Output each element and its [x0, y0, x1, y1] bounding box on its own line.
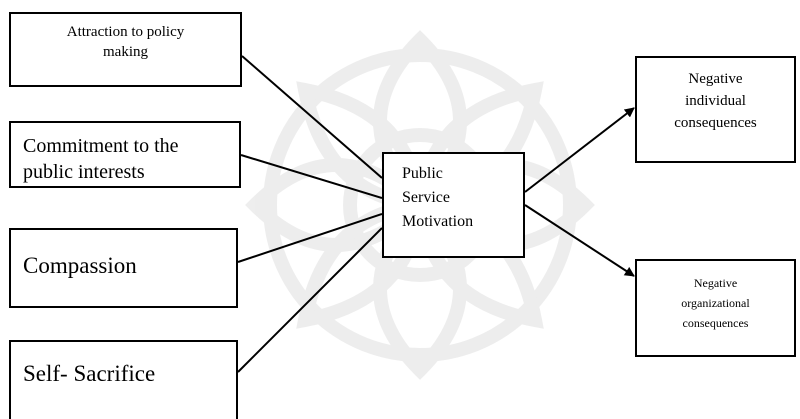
connector-commitment — [240, 154, 383, 199]
box-label-line: organizational — [681, 296, 750, 310]
arrow-neg-individual — [524, 107, 635, 193]
arrow-neg-organizational — [524, 204, 635, 277]
box-label-line: Compassion — [23, 253, 137, 278]
box-label-line: consequences — [674, 115, 757, 131]
connector-attraction — [241, 55, 383, 179]
box-commitment-to-public-interests: Commitment to the public interests — [9, 121, 241, 188]
box-label-line: Service — [402, 189, 450, 206]
box-compassion: Compassion — [9, 228, 238, 308]
box-label-line: Public — [402, 165, 443, 182]
box-label-line: Commitment to the — [23, 135, 179, 157]
box-public-service-motivation: Public Service Motivation — [382, 152, 525, 258]
connector-sacrifice — [237, 227, 383, 373]
box-label-line: Negative — [688, 71, 743, 87]
box-negative-organizational-consequences: Negative organizational consequences — [635, 259, 796, 357]
box-label-line: making — [103, 44, 148, 60]
box-label-line: individual — [685, 93, 746, 109]
connector-compassion — [237, 213, 383, 263]
box-attraction-to-policy-making: Attraction to policy making — [9, 12, 242, 87]
box-self-sacrifice: Self- Sacrifice — [9, 340, 238, 419]
box-negative-individual-consequences: Negative individual consequences — [635, 56, 796, 163]
box-label-line: Negative — [693, 276, 738, 290]
box-label-line: Self- Sacrifice — [23, 361, 156, 386]
box-label-line: public interests — [23, 161, 145, 183]
box-label-line: consequences — [682, 316, 749, 330]
box-label-line: Attraction to policy — [66, 24, 185, 40]
box-label-line: Motivation — [402, 213, 474, 230]
